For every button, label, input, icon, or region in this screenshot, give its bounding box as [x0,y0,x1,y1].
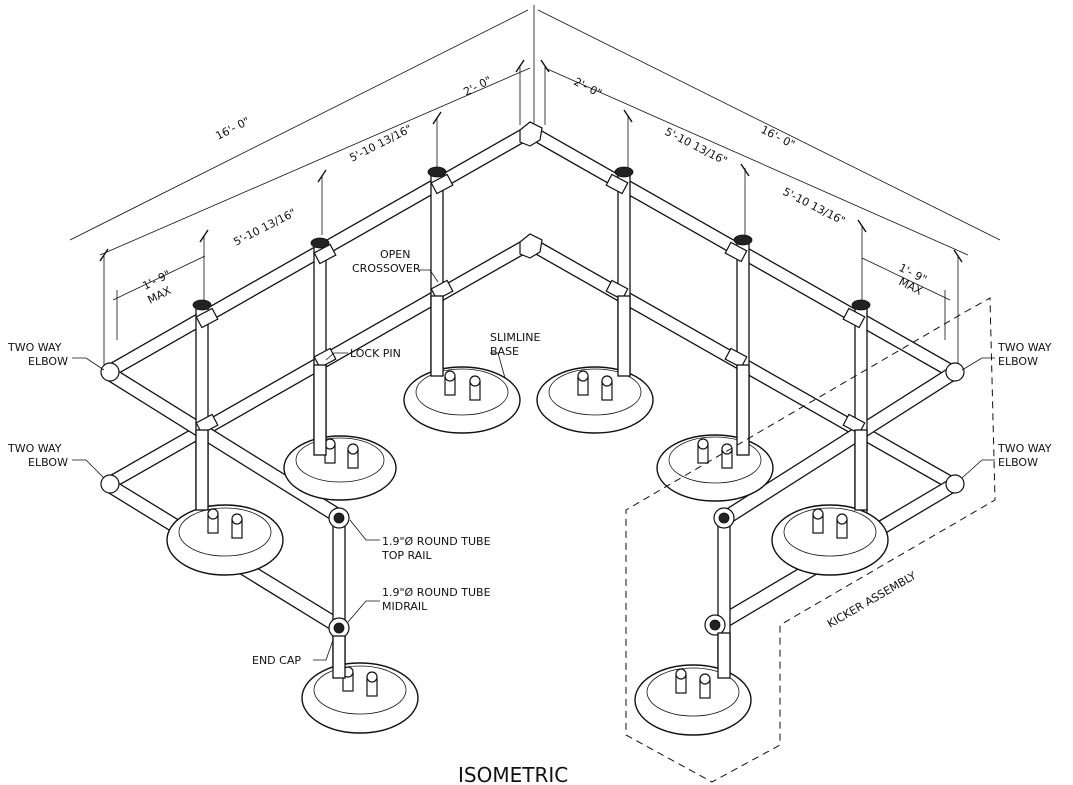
dimension-lines [69,5,1001,365]
dim-left-corner: 2'- 0" [461,74,493,99]
base-1 [166,504,284,576]
label-open-crossover-2: CROSSOVER [352,262,421,275]
label-top-rail-1: 1.9"Ø ROUND TUBE [382,535,491,548]
base-5 [656,434,774,502]
dim-right-span-1: 5'-10 13/16" [663,125,730,168]
base-4 [536,366,654,434]
label-two-way-elbow-right-top-2: ELBOW [998,355,1038,368]
label-kicker-assembly: KICKER ASSEMBLY [825,569,919,631]
dim-left-overall: 16'- 0" [213,114,251,142]
view-title: ISOMETRIC [458,763,568,785]
label-midrail-1: 1.9"Ø ROUND TUBE [382,586,491,599]
label-two-way-elbow-left-top-2: ELBOW [28,355,68,368]
base-6 [771,504,889,576]
label-top-rail-2: TOP RAIL [381,549,432,562]
dim-right-overall: 16'- 0" [759,123,797,151]
label-two-way-elbow-left-top-1: TWO WAY [7,341,62,354]
label-end-cap: END CAP [252,654,301,667]
label-two-way-elbow-left-bottom-1: TWO WAY [7,442,62,455]
slimline-bases [166,366,889,736]
label-open-crossover-1: OPEN [380,248,410,261]
kicker-assembly-outline [625,297,996,783]
dim-left-span-1: 5'-10 13/16" [231,206,298,249]
base-3 [403,366,521,434]
label-slimline-base-1: SLIMLINE [490,331,540,344]
dim-right-corner: 2'- 0" [572,75,604,100]
label-midrail-2: MIDRAIL [382,600,428,613]
fittings [100,121,965,639]
label-two-way-elbow-right-bottom-2: ELBOW [998,456,1038,469]
label-two-way-elbow-right-bottom-1: TWO WAY [997,442,1052,455]
label-slimline-base-2: BASE [490,345,519,358]
posts-front [195,295,868,679]
base-2 [283,435,397,501]
label-two-way-elbow-right-top-1: TWO WAY [997,341,1052,354]
dimension-texts: 16'- 0" 2'- 0" 5'-10 13/16" 5'-10 13/16"… [140,74,928,307]
leader-lines [72,269,995,661]
base-7 [301,662,419,734]
label-lock-pin: LOCK PIN [350,347,401,360]
dim-right-span-2: 5'-10 13/16" [781,185,848,228]
base-8 [634,664,752,736]
label-two-way-elbow-left-bottom-2: ELBOW [28,456,68,469]
